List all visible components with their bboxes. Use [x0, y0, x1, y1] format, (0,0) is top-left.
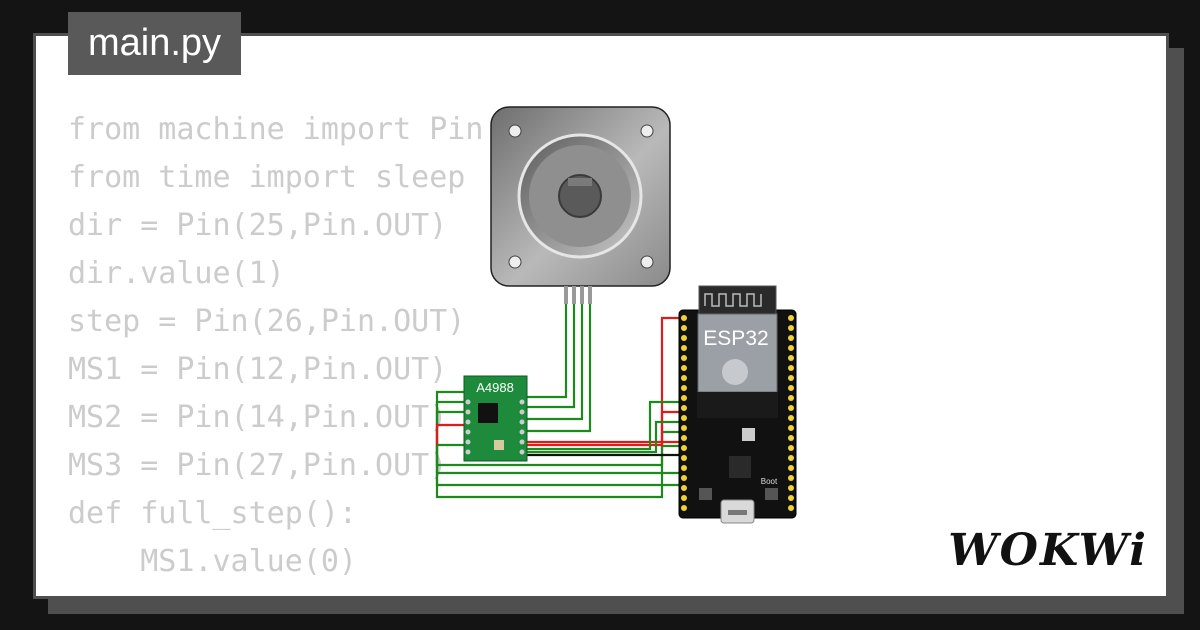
wokwi-logo: WOKWi: [948, 525, 1148, 576]
esp32-pins: [681, 315, 794, 511]
driver-esp-wires: [435, 316, 684, 499]
code-line: MS2 = Pin(14,Pin.OUT): [68, 400, 448, 435]
esp32-board[interactable]: ESP32 Boot: [678, 285, 797, 524]
code-line: MS3 = Pin(27,Pin.OUT): [68, 448, 448, 483]
motor-wires: [527, 304, 592, 433]
a4988-driver[interactable]: A4988: [463, 375, 528, 462]
esp32-label: ESP32: [703, 327, 768, 350]
stepper-motor[interactable]: [490, 106, 671, 304]
code-line: dir = Pin(25,Pin.OUT): [68, 208, 448, 243]
code-line: from time import sleep: [68, 160, 466, 195]
code-line: dir.value(1): [68, 256, 285, 291]
code-line: from machine import Pin: [68, 112, 484, 147]
code-editor: from machine import Pin from time import …: [68, 106, 484, 596]
filename-tab[interactable]: main.py: [68, 12, 241, 75]
code-line: step = Pin(26,Pin.OUT): [68, 304, 466, 339]
driver-label: A4988: [476, 380, 514, 395]
boot-label: Boot: [761, 477, 778, 486]
code-line: MS2.value(0): [68, 586, 483, 596]
code-line: MS1 = Pin(12,Pin.OUT): [68, 352, 448, 387]
code-line: MS1.value(0): [68, 544, 357, 579]
code-line: def full_step():: [68, 496, 357, 531]
